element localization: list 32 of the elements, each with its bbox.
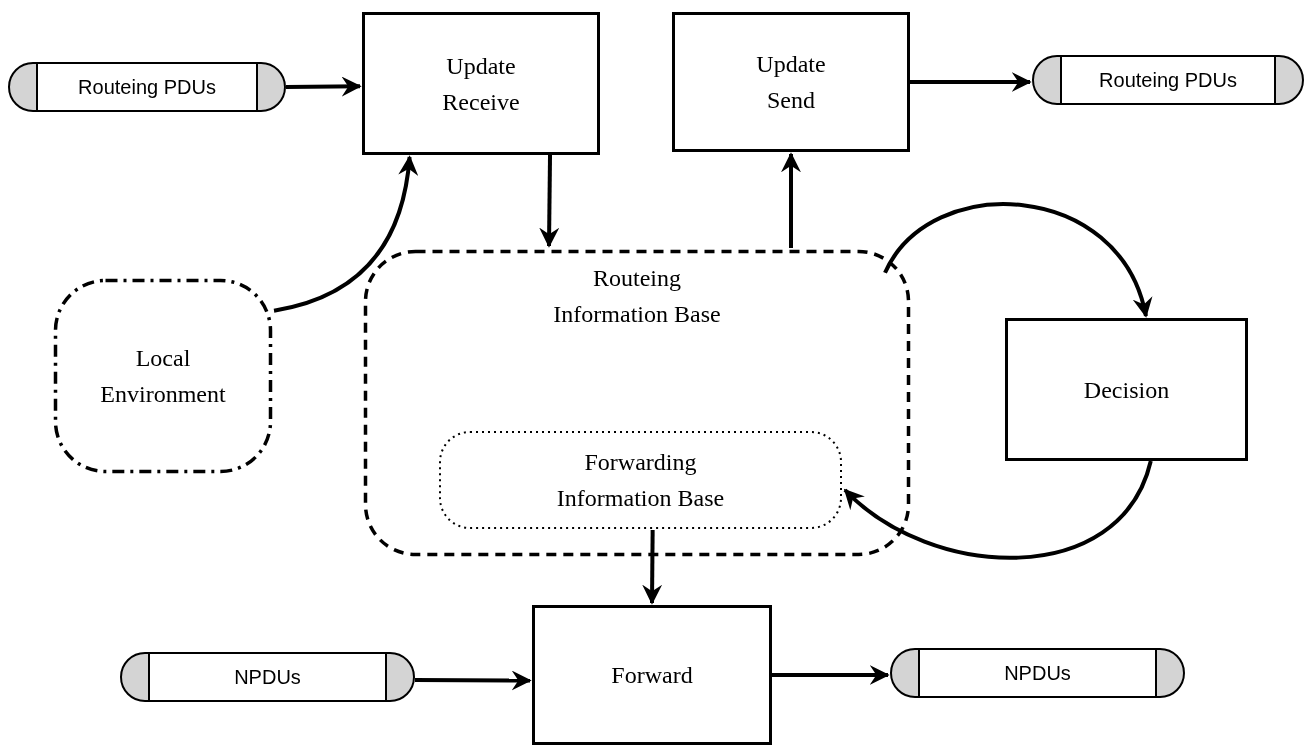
arrow xyxy=(781,152,801,248)
arrow xyxy=(415,670,532,691)
process-box xyxy=(362,12,600,155)
arrow xyxy=(642,529,663,605)
pdu-terminal xyxy=(8,62,286,112)
database-region xyxy=(438,430,843,530)
node-label: NPDUs xyxy=(234,665,301,690)
node-label: Update Receive xyxy=(441,51,521,117)
node-label: Routeing Information Base xyxy=(552,264,722,329)
process-box xyxy=(532,605,772,745)
node-label: Update Send xyxy=(755,50,827,115)
pdu-terminal xyxy=(1032,55,1304,105)
node-label: Routeing PDUs xyxy=(78,75,216,100)
process-box xyxy=(1005,318,1248,461)
database-region xyxy=(362,248,912,558)
arrow xyxy=(273,155,418,313)
arrow xyxy=(772,665,890,685)
arrow xyxy=(910,72,1032,92)
pdu-terminal xyxy=(120,652,415,702)
node-label: Forward xyxy=(610,661,694,690)
node-label: Local Environment xyxy=(99,344,227,409)
arrow xyxy=(285,76,362,97)
node-label: Decision xyxy=(1082,375,1171,405)
node-label: NPDUs xyxy=(1004,661,1071,686)
arrow xyxy=(539,154,560,248)
process-box xyxy=(672,12,910,152)
environment-region xyxy=(52,277,274,475)
node-label: Routeing PDUs xyxy=(1099,68,1237,93)
node-label: Forwarding Information Base xyxy=(555,448,726,513)
arrow xyxy=(843,460,1153,560)
arrow xyxy=(883,202,1151,318)
pdu-terminal xyxy=(890,648,1185,698)
